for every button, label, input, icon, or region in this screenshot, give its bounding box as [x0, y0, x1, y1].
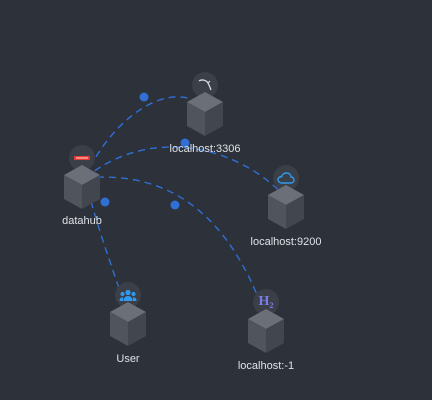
- node-label: localhost:-1: [237, 360, 295, 372]
- node-cube-icon: [268, 185, 304, 229]
- node-cube-icon: [248, 309, 284, 353]
- node-cube-icon: [187, 92, 223, 136]
- node-localhost-3306[interactable]: localhost:3306: [170, 72, 240, 155]
- node-datahub[interactable]: datahub: [47, 145, 117, 227]
- node-label: User: [116, 353, 140, 365]
- edge-midpoint-dot: [180, 138, 190, 148]
- node-label: localhost:3306: [169, 143, 241, 155]
- edge-datahub-elasticsearch[interactable]: [84, 146, 289, 201]
- edge-datahub-h2[interactable]: [84, 176, 267, 319]
- node-label: localhost:9200: [250, 236, 322, 248]
- node-label: datahub: [62, 215, 102, 227]
- datahub-logo-icon: [69, 145, 95, 171]
- edge-midpoint-dot: [139, 92, 149, 102]
- node-cube-icon: [110, 302, 146, 346]
- edge-midpoint-dot: [100, 197, 110, 207]
- node-localhost-minus-1[interactable]: H₂ localhost:-1: [231, 289, 301, 372]
- node-cube-icon: [64, 165, 100, 209]
- node-localhost-9200[interactable]: localhost:9200: [251, 165, 321, 248]
- edge-midpoint-dot: [170, 200, 180, 210]
- node-user[interactable]: User: [93, 282, 163, 365]
